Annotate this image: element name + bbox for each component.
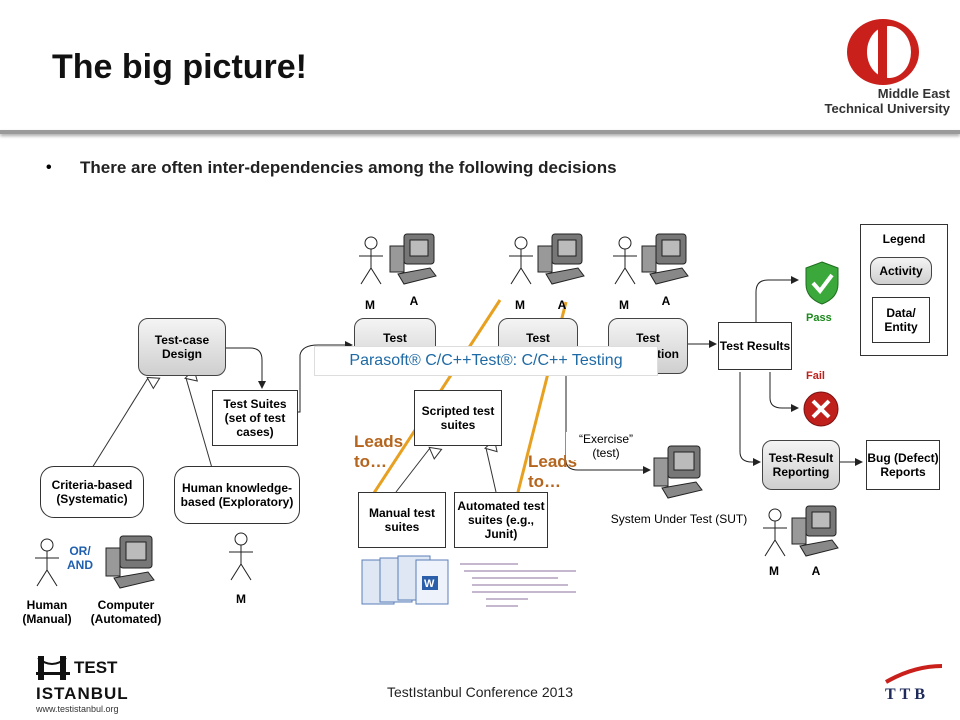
manual-suites-box: Manual test suites xyxy=(358,492,446,548)
human-knowledge-box: Human knowledge-based (Exploratory) xyxy=(174,466,300,524)
criteria-based-box: Criteria-based (Systematic) xyxy=(40,466,144,518)
human-icon xyxy=(509,236,533,285)
test3-line1: Test xyxy=(636,331,660,345)
fail-x-icon xyxy=(803,391,839,427)
pass-label: Pass xyxy=(806,312,832,324)
human-manual-label: Human (Manual) xyxy=(22,598,72,626)
human-icon xyxy=(35,538,59,587)
computer-automated-label: Computer (Automated) xyxy=(90,598,162,626)
metu-logo-icon xyxy=(847,19,919,85)
test3-line2: tion xyxy=(657,347,679,361)
footer-text: TestIstanbul Conference 2013 xyxy=(386,684,573,700)
ttb-label: TTB xyxy=(884,686,929,703)
testistanbul-bridge-icon xyxy=(36,656,70,680)
slide-title: The big picture! xyxy=(52,48,307,86)
computer-icon xyxy=(791,505,839,557)
bullet-text: There are often inter-dependencies among… xyxy=(80,158,617,177)
m-label: M xyxy=(365,298,375,312)
a-label: A xyxy=(557,298,567,312)
metu-line2: Technical University xyxy=(824,101,950,116)
testistanbul-word1: TEST xyxy=(74,658,118,677)
human-icon xyxy=(763,508,787,557)
computer-icon xyxy=(641,233,689,285)
human-icon xyxy=(359,236,383,285)
exercise-label: “Exercise” (test) xyxy=(566,432,646,460)
m-label: M xyxy=(515,298,525,312)
test-case-design-activity: Test-case Design xyxy=(138,318,226,376)
computer-icon xyxy=(537,233,585,285)
a-label: A xyxy=(661,294,671,308)
computer-icon xyxy=(653,445,703,499)
ttb-swoosh-icon xyxy=(885,664,943,684)
or-and-label: OR/ AND xyxy=(67,544,93,572)
parasoft-banner: Parasoft® C/C++Test®: C/C++ Testing xyxy=(314,346,658,376)
test-suites-box: Test Suites (set of test cases) xyxy=(212,390,298,446)
bullet-dot: • xyxy=(46,159,52,176)
testistanbul-word2: ISTANBUL xyxy=(36,684,129,703)
header-divider xyxy=(0,130,960,134)
legend-activity: Activity xyxy=(870,257,932,285)
code-snippet-image xyxy=(460,563,576,607)
metu-name: Middle East Technical University xyxy=(820,86,950,116)
automated-suites-box: Automated test suites (e.g., Junit) xyxy=(454,492,548,548)
leads-to-label-1: Leads to… xyxy=(354,432,404,471)
word-document-icons: W xyxy=(361,555,449,605)
testistanbul-url: www.testistanbul.org xyxy=(36,704,119,714)
fail-label: Fail xyxy=(806,370,825,382)
test-results-box: Test Results xyxy=(718,322,792,370)
leads-to-label-2: Leads to… xyxy=(528,452,578,491)
metu-line1: Middle East xyxy=(877,86,950,101)
legend-data: Data/ Entity xyxy=(872,297,930,343)
human-icon xyxy=(229,532,253,581)
legend-title: Legend xyxy=(882,232,926,246)
a-label: A xyxy=(811,564,821,578)
bug-reports-box: Bug (Defect) Reports xyxy=(866,440,940,490)
m-label: M xyxy=(619,298,629,312)
reporting-activity: Test-Result Reporting xyxy=(762,440,840,490)
human-icon xyxy=(613,236,637,285)
m-label: M xyxy=(236,592,246,606)
computer-icon xyxy=(105,535,155,589)
m-label: M xyxy=(769,564,779,578)
svg-text:W: W xyxy=(424,578,435,590)
scripted-suites-box: Scripted test suites xyxy=(414,390,502,446)
a-label: A xyxy=(409,294,419,308)
pass-shield-icon xyxy=(805,261,839,305)
computer-icon xyxy=(389,233,437,285)
sut-label: System Under Test (SUT) xyxy=(610,512,748,526)
